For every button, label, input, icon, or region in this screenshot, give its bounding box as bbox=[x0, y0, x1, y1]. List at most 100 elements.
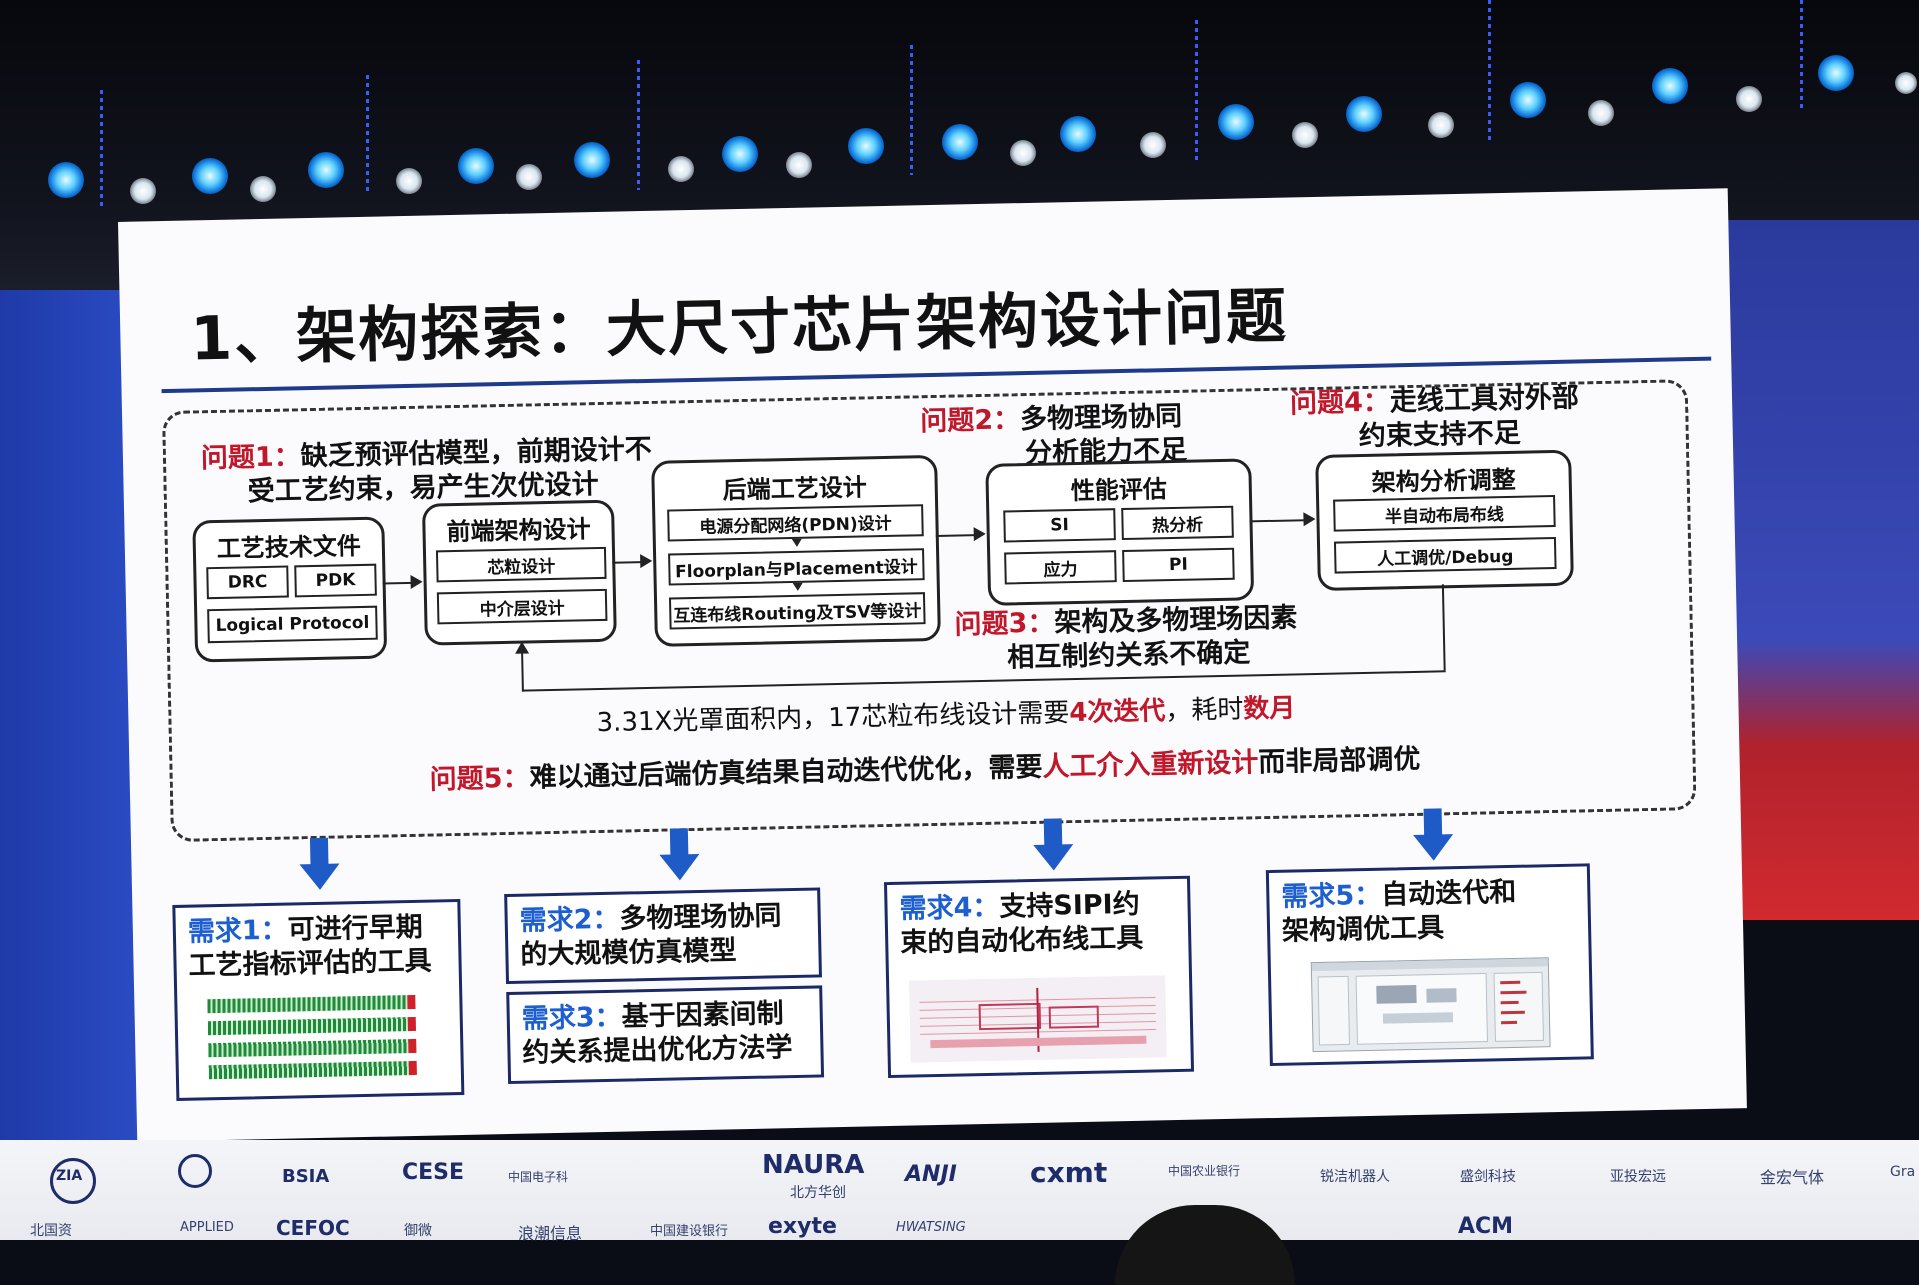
requirement-3-label: 需求3： bbox=[521, 1001, 622, 1035]
routing-layout-graphic bbox=[909, 975, 1167, 1063]
stage-light-icon bbox=[1652, 68, 1688, 104]
problem-1-label: 问题1： bbox=[200, 441, 302, 475]
requirement-2-box: 需求2：多物理场协同 的大规模仿真模型 bbox=[504, 887, 822, 985]
flow-arrowhead bbox=[973, 526, 986, 542]
problem-3-line2: 相互制约关系不确定 bbox=[1007, 637, 1251, 674]
led-strip bbox=[1800, 0, 1803, 110]
requirement-2-line1: 多物理场协同 bbox=[619, 900, 782, 935]
sponsor-logo: ANJI bbox=[905, 1162, 957, 1187]
requirement-5-text: 需求5：自动迭代和 架构调优工具 bbox=[1281, 875, 1580, 949]
problem-4-label: 问题4： bbox=[1289, 386, 1391, 420]
requirement-1-label: 需求1： bbox=[187, 914, 288, 948]
sponsor-logo: Gra bbox=[1890, 1164, 1916, 1180]
thumbnail-bar bbox=[207, 1016, 417, 1036]
arch-analysis-title: 架构分析调整 bbox=[1371, 465, 1516, 497]
problem-5-label: 问题5： bbox=[429, 762, 530, 796]
led-strip bbox=[1195, 20, 1198, 160]
problem-1: 问题1：缺乏预评估模型，前期设计不 受工艺约束，易产生次优设计 bbox=[201, 433, 653, 510]
stage-spot-icon bbox=[1010, 140, 1036, 166]
tech-files-box: 工艺技术文件 DRC PDK Logical Protocol bbox=[192, 516, 388, 663]
stage-spot-icon bbox=[516, 164, 542, 190]
interposer-design-cell: 中介层设计 bbox=[436, 588, 608, 625]
stage-light-icon bbox=[1818, 55, 1854, 91]
thumbnail-bar bbox=[208, 1060, 417, 1080]
sponsor-logo: NAURA bbox=[762, 1150, 865, 1180]
performance-eval-box: 性能评估 SI 热分析 应力 PI bbox=[985, 458, 1255, 606]
requirement-5-box: 需求5：自动迭代和 架构调优工具 bbox=[1265, 863, 1594, 1067]
sponsor-logo: 御微 bbox=[404, 1223, 432, 1239]
down-arrow-icon bbox=[1033, 818, 1074, 871]
requirement-4-line2: 束的自动化布线工具 bbox=[899, 922, 1144, 959]
drc-cell: DRC bbox=[206, 565, 289, 600]
sponsor-logo: ACM bbox=[1458, 1214, 1514, 1239]
stage-spot-icon bbox=[130, 178, 156, 204]
sponsor-logo: 锐洁机器人 bbox=[1320, 1169, 1390, 1185]
problem-4-line1: 走线工具对外部 bbox=[1389, 382, 1580, 418]
stage-spot-icon bbox=[1588, 100, 1614, 126]
zia-logo-icon bbox=[50, 1158, 96, 1204]
led-strip bbox=[910, 45, 913, 175]
slide-title: 1、架构探索：大尺寸芯片架构设计问题 bbox=[189, 281, 1289, 375]
sponsor-logo: CEFOC bbox=[276, 1216, 350, 1240]
flow-arrowhead bbox=[410, 574, 423, 589]
problem-5-post: 而非局部调优 bbox=[1258, 743, 1421, 779]
flow-arrowhead bbox=[791, 538, 802, 547]
si-cell: SI bbox=[1003, 508, 1116, 543]
stage-light-icon bbox=[192, 158, 228, 194]
feedback-arrowhead bbox=[514, 641, 530, 654]
requirement-5-label: 需求5： bbox=[1281, 879, 1382, 913]
stage-spot-icon bbox=[1895, 72, 1917, 94]
iteration-count: 4次迭代 bbox=[1068, 696, 1166, 729]
requirement-3-line2: 约关系提出优化方法学 bbox=[522, 1032, 793, 1069]
stage-spot-icon bbox=[1292, 122, 1318, 148]
stage-light-icon bbox=[574, 142, 610, 178]
pdn-design-cell: 电源分配网络(PDN)设计 bbox=[667, 504, 924, 542]
requirement-3-text: 需求3：基于因素间制 约关系提出优化方法学 bbox=[521, 997, 812, 1071]
front-end-title: 前端架构设计 bbox=[446, 515, 591, 547]
stage-spot-icon bbox=[1736, 86, 1762, 112]
down-arrow-icon bbox=[299, 837, 341, 891]
sponsor-logo: HWATSING bbox=[896, 1220, 966, 1235]
requirement-5-line1: 自动迭代和 bbox=[1380, 876, 1517, 911]
stage-light-icon bbox=[458, 148, 494, 184]
back-end-box: 后端工艺设计 电源分配网络(PDN)设计 Floorplan与Placement… bbox=[651, 454, 941, 647]
thumbnail-bar bbox=[207, 994, 416, 1014]
problem-4: 问题4：走线工具对外部 约束支持不足 bbox=[1290, 381, 1580, 455]
presentation-slide: 1、架构探索：大尺寸芯片架构设计问题 问题1：缺乏预评估模型，前期设计不 受工艺… bbox=[118, 188, 1747, 1142]
requirement-2-line2: 的大规模仿真模型 bbox=[520, 935, 737, 971]
problem-3: 问题3：架构及多物理场因素 相互制约关系不确定 bbox=[954, 601, 1298, 676]
sponsor-logo: 中国电子科 bbox=[508, 1170, 569, 1184]
problem-3-label: 问题3： bbox=[954, 607, 1055, 641]
requirement-2-label: 需求2： bbox=[519, 903, 620, 937]
sponsor-logo-strip: ZIA BSIA CESE 中国电子科 NAURA 北方华创 ANJI cxmt… bbox=[0, 1140, 1919, 1243]
stage-spot-icon bbox=[250, 176, 276, 202]
logical-protocol-cell: Logical Protocol bbox=[207, 605, 378, 644]
semi-auto-place-route-cell: 半自动布局布线 bbox=[1333, 494, 1556, 532]
stage-spot-icon bbox=[668, 156, 694, 182]
stress-cell: 应力 bbox=[1004, 550, 1117, 585]
arch-analysis-box: 架构分析调整 半自动布局布线 人工调优/Debug bbox=[1315, 449, 1574, 591]
process-metric-thumbnail bbox=[207, 994, 429, 1080]
routing-tsv-cell: 互连布线Routing及TSV等设计 bbox=[668, 592, 926, 630]
front-end-box: 前端架构设计 芯粒设计 中介层设计 bbox=[421, 499, 617, 646]
sponsor-logo: 中国农业银行 bbox=[1168, 1164, 1241, 1178]
sponsor-logo: 亚投宏远 bbox=[1610, 1169, 1666, 1185]
back-end-title: 后端工艺设计 bbox=[722, 473, 868, 505]
manual-tuning-debug-cell: 人工调优/Debug bbox=[1333, 536, 1557, 574]
stage-light-icon bbox=[848, 128, 884, 164]
led-strip bbox=[1488, 0, 1491, 140]
thumbnail-bar bbox=[208, 1038, 417, 1058]
requirement-1-line2: 工艺指标评估的工具 bbox=[188, 945, 432, 982]
stage-spot-icon bbox=[396, 168, 422, 194]
stage-spot-icon bbox=[786, 152, 812, 178]
sponsor-logo: 金宏气体 bbox=[1760, 1168, 1825, 1187]
requirement-1-line1: 可进行早期 bbox=[287, 911, 423, 946]
pdk-cell: PDK bbox=[294, 563, 377, 598]
led-strip bbox=[637, 60, 640, 190]
sponsor-emblem-icon bbox=[178, 1154, 212, 1188]
stage-spot-icon bbox=[1428, 112, 1454, 138]
down-arrow-icon bbox=[1413, 808, 1454, 862]
problem-1-line1: 缺乏预评估模型，前期设计不 bbox=[300, 433, 653, 473]
stage-light-icon bbox=[1060, 116, 1096, 152]
stage-light-icon bbox=[48, 162, 84, 198]
